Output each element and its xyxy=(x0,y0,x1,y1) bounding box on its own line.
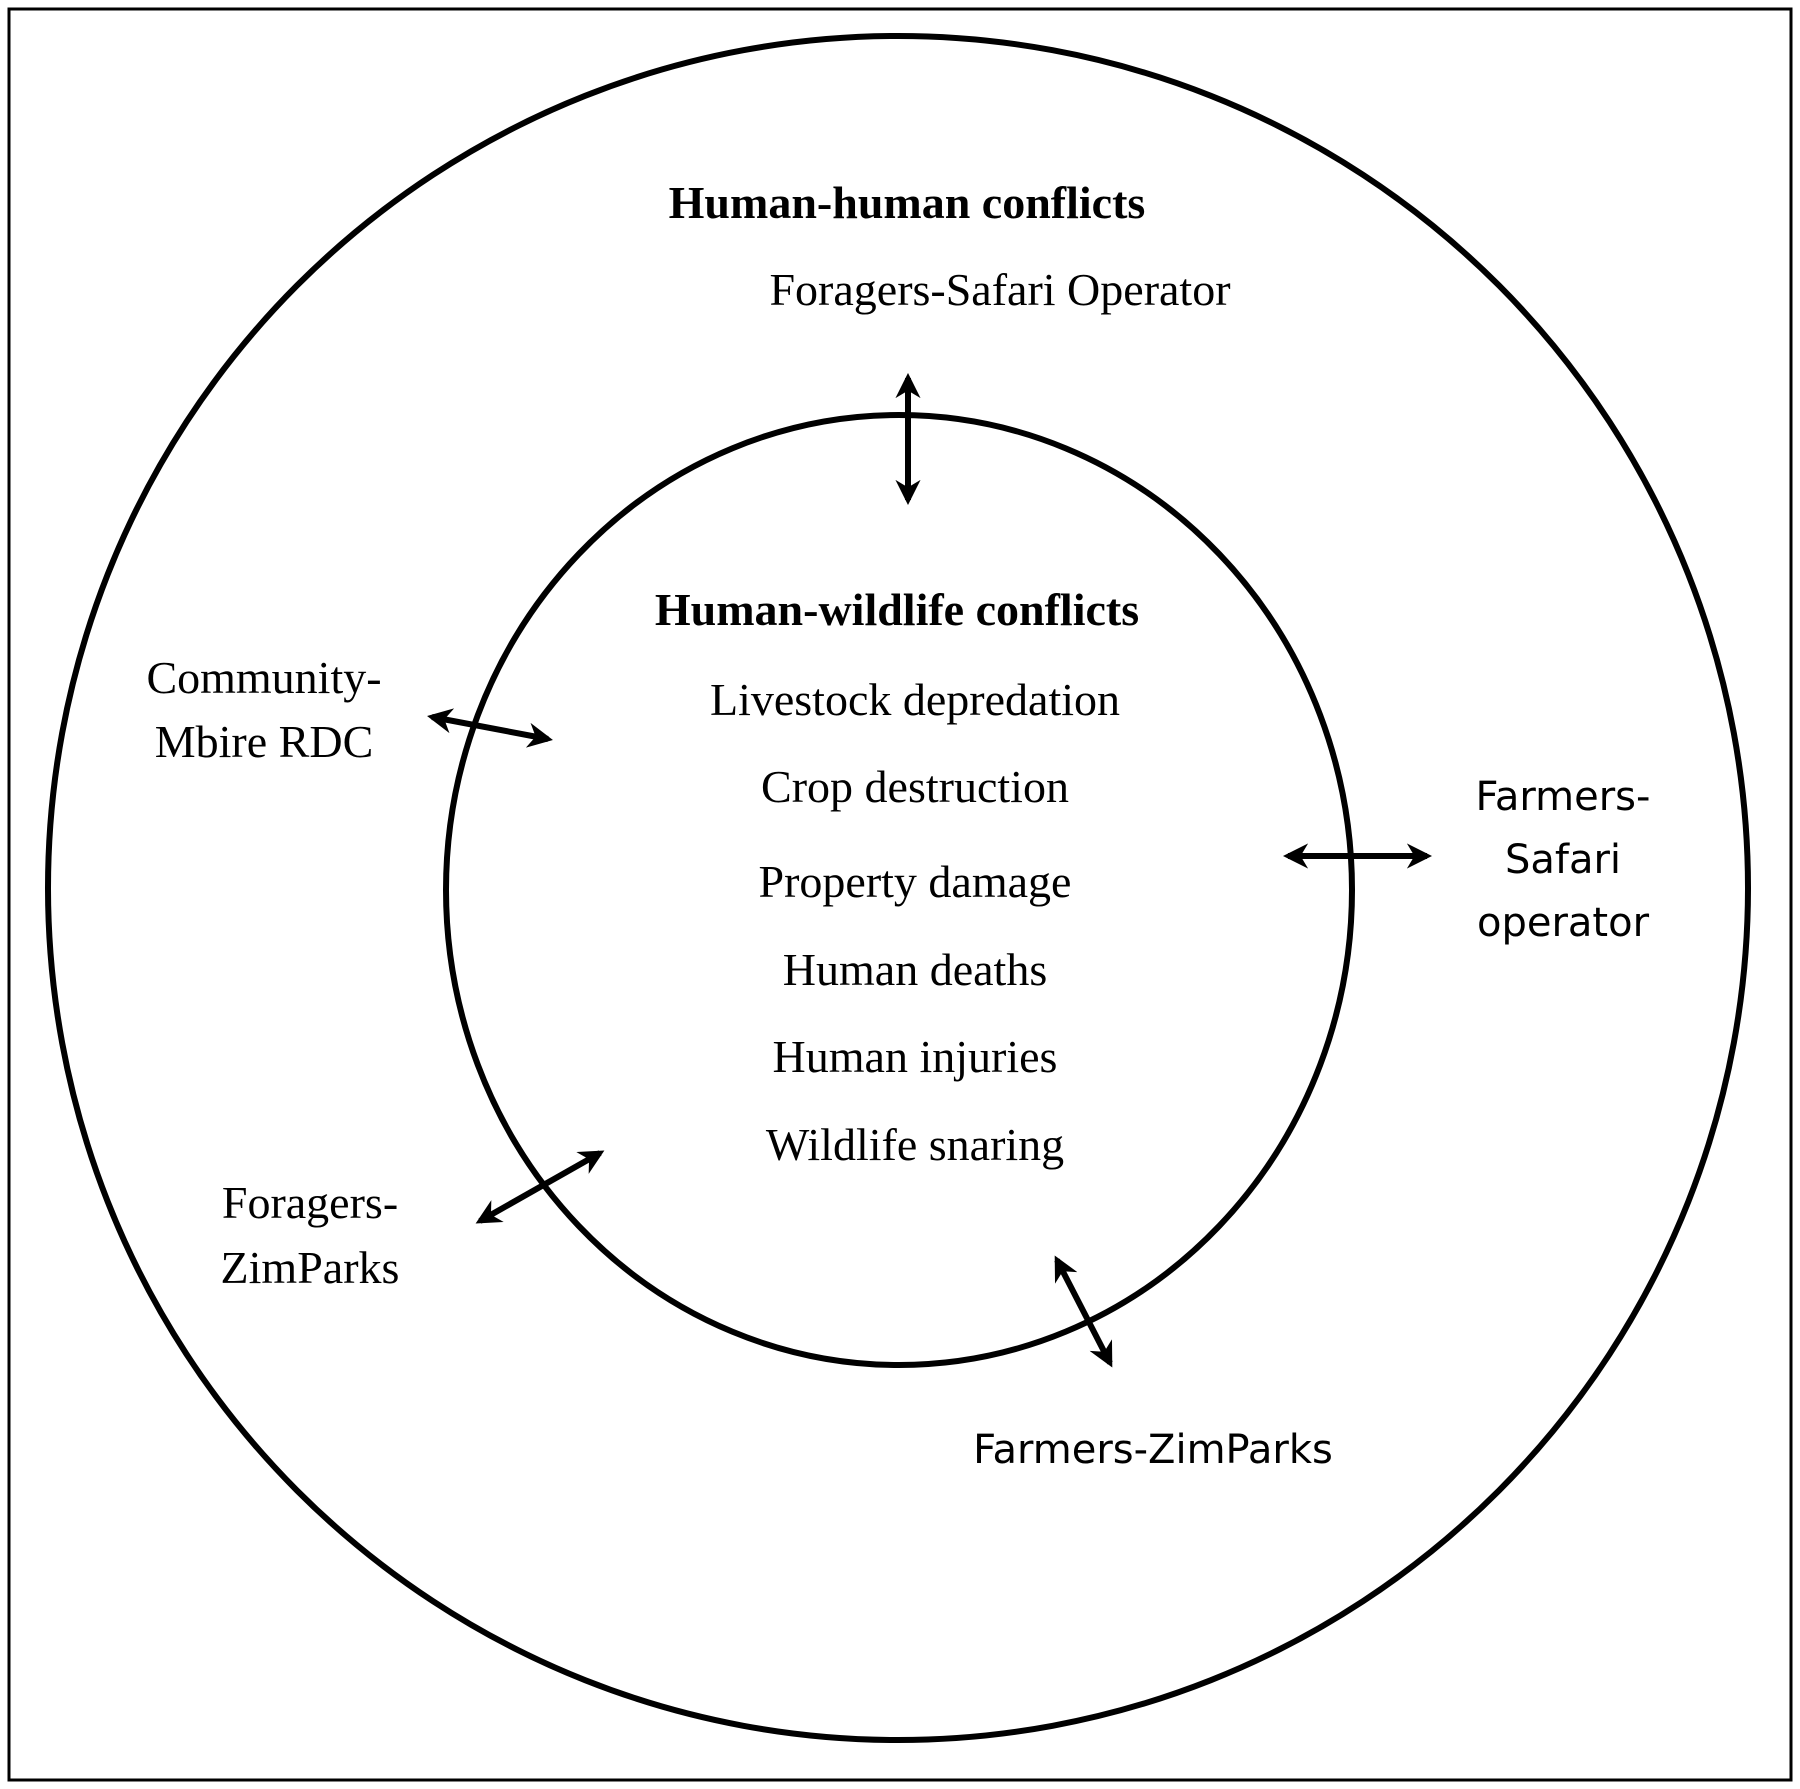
label-community-mbire-line1: Community- xyxy=(146,652,381,703)
outer-title: Human-human conflicts xyxy=(669,177,1146,228)
inner-title: Human-wildlife conflicts xyxy=(655,584,1139,635)
double-arrow-lower-left xyxy=(475,1150,605,1224)
double-arrow-lower-right xyxy=(1054,1255,1113,1368)
label-farmers-safari-line3: operator xyxy=(1477,900,1650,946)
label-foragers-safari-operator: Foragers-Safari Operator xyxy=(769,264,1230,315)
label-farmers-zimparks: Farmers-ZimParks xyxy=(973,1427,1333,1473)
inner-item-property-damage: Property damage xyxy=(759,856,1072,907)
label-foragers-zimparks-line1: Foragers- xyxy=(222,1177,398,1228)
inner-item-crop-destruction: Crop destruction xyxy=(761,761,1069,812)
double-arrow-left xyxy=(427,708,553,748)
inner-item-livestock-depredation: Livestock depredation xyxy=(710,674,1120,725)
inner-item-human-deaths: Human deaths xyxy=(783,944,1047,995)
inner-item-human-injuries: Human injuries xyxy=(773,1031,1058,1082)
label-farmers-safari-line2: Safari xyxy=(1505,837,1621,883)
label-community-mbire-line2: Mbire RDC xyxy=(155,716,374,767)
inner-item-wildlife-snaring: Wildlife snaring xyxy=(766,1119,1064,1170)
label-farmers-safari-line1: Farmers- xyxy=(1476,774,1651,820)
diagram-frame xyxy=(7,7,1793,1782)
label-foragers-zimparks-line2: ZimParks xyxy=(221,1242,400,1293)
outer-circle-human-human xyxy=(45,33,1751,1743)
